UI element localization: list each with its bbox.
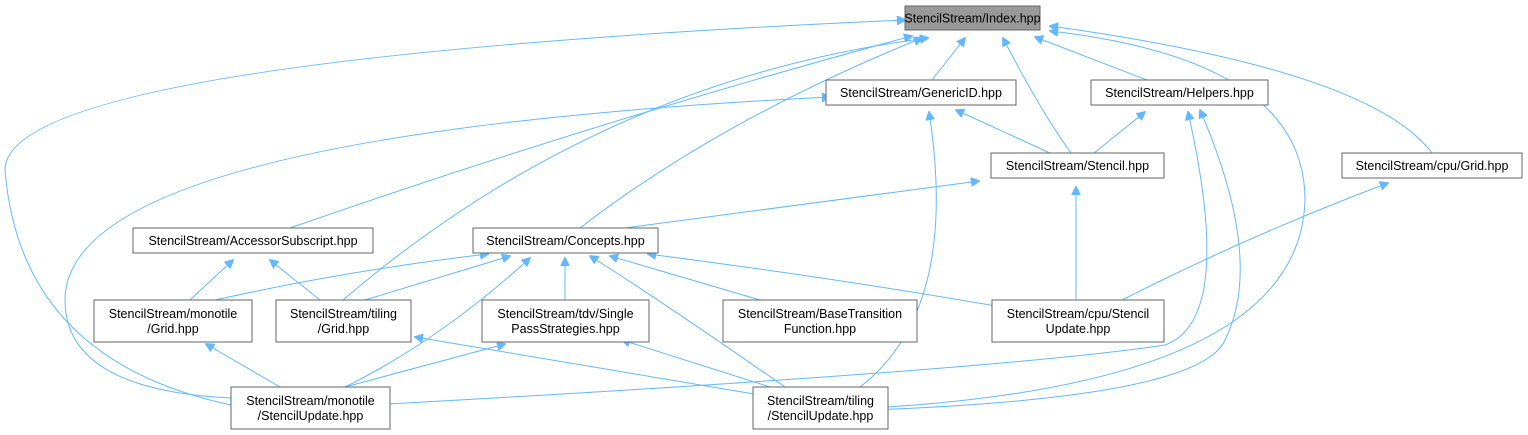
edge-monoupdate-to-helpers (387, 112, 1208, 405)
node-label-tilingupdate-line-0: StencilStream/tiling (767, 394, 874, 408)
node-label-cpuupdate-line-1: Update.hpp (1046, 322, 1111, 336)
edge-cpuupdate-to-cpugrid (1121, 183, 1388, 301)
node-label-monoupdate-line-1: /StencilUpdate.hpp (258, 409, 364, 423)
node-label-cpuupdate-line-0: StencilStream/cpu/Stencil (1007, 307, 1149, 321)
edge-tilingupdate-to-helpers (869, 110, 1241, 411)
node-box-cpuupdate[interactable] (991, 299, 1165, 343)
edge-concepts-to-stencil (624, 181, 979, 229)
node-label-tilingupdate-line-1: /StencilUpdate.hpp (768, 409, 874, 423)
node-cpugrid[interactable]: StencilStream/cpu/Grid.hpp (1341, 152, 1523, 179)
node-concepts[interactable]: StencilStream/Concepts.hpp (472, 227, 659, 254)
node-label-tilinggrid-line-1: /Grid.hpp (318, 322, 369, 336)
edge-tilingupdate-to-concepts (590, 256, 786, 388)
edge-accessor-to-index (289, 36, 912, 229)
node-box-basetrans[interactable] (722, 299, 918, 343)
node-label-basetrans-line-0: StencilStream/BaseTransition (738, 307, 902, 321)
edge-tilingupdate-to-genericid (859, 112, 937, 388)
edge-tilinggrid-to-index (342, 38, 928, 301)
edge-stencil-to-index (1003, 38, 1072, 154)
node-box-tdv[interactable] (481, 299, 650, 343)
edge-stencil-to-genericid (956, 110, 1051, 154)
node-tilinggrid[interactable]: StencilStream/tiling/Grid.hpp (275, 299, 412, 343)
edge-cpuupdate-to-concepts (648, 254, 1031, 313)
edge-stencil-to-helpers (1093, 112, 1145, 154)
node-cpuupdate[interactable]: StencilStream/cpu/StencilUpdate.hpp (991, 299, 1165, 343)
node-box-concepts[interactable] (472, 227, 659, 254)
edge-concepts-to-index (579, 38, 922, 229)
edge-tilinggrid-to-accessor (270, 260, 321, 301)
node-box-cpugrid[interactable] (1341, 152, 1523, 179)
node-label-cpugrid-line-0: StencilStream/cpu/Grid.hpp (1356, 159, 1509, 173)
node-box-index[interactable] (904, 5, 1041, 31)
node-label-accessor-line-0: StencilStream/AccessorSubscript.hpp (148, 234, 357, 248)
node-label-monogrid-line-0: StencilStream/monotile (109, 307, 238, 321)
node-box-genericid[interactable] (825, 79, 1017, 106)
node-label-monogrid-line-1: /Grid.hpp (147, 322, 198, 336)
node-box-helpers[interactable] (1090, 79, 1269, 106)
edge-tilingupdate-to-index (887, 31, 1306, 408)
edge-monogrid-to-concepts (214, 254, 488, 301)
node-label-genericid-line-0: StencilStream/GenericID.hpp (840, 86, 1002, 100)
node-box-tilingupdate[interactable] (752, 386, 889, 430)
edge-monoupdate-to-index (4, 20, 905, 406)
edge-tilingupdate-to-tilinggrid (415, 337, 761, 396)
node-box-monoupdate[interactable] (230, 386, 391, 430)
node-accessor[interactable]: StencilStream/AccessorSubscript.hpp (132, 227, 374, 254)
edge-tilinggrid-to-concepts (364, 256, 510, 301)
node-box-monogrid[interactable] (93, 299, 253, 343)
node-monoupdate[interactable]: StencilStream/monotile/StencilUpdate.hpp (230, 386, 391, 430)
node-label-monoupdate-line-0: StencilStream/monotile (246, 394, 375, 408)
node-label-tilinggrid-line-0: StencilStream/tiling (290, 307, 397, 321)
edges-layer (4, 20, 1433, 411)
node-helpers[interactable]: StencilStream/Helpers.hpp (1090, 79, 1269, 106)
node-label-tdv-line-1: PassStrategies.hpp (511, 322, 619, 336)
node-box-stencil[interactable] (990, 152, 1165, 179)
node-label-stencil-line-0: StencilStream/Stencil.hpp (1006, 159, 1149, 173)
edge-monoupdate-to-concepts (344, 258, 530, 388)
node-box-accessor[interactable] (132, 227, 374, 254)
edge-genericid-to-index (931, 38, 965, 81)
node-label-tdv-line-0: StencilStream/tdv/Single (497, 307, 633, 321)
edge-monogrid-to-accessor (189, 260, 233, 301)
node-box-tilinggrid[interactable] (275, 299, 412, 343)
edge-monoupdate-to-genericid (64, 97, 830, 399)
node-stencil[interactable]: StencilStream/Stencil.hpp (990, 152, 1165, 179)
node-tdv[interactable]: StencilStream/tdv/SinglePassStrategies.h… (481, 299, 650, 343)
node-label-helpers-line-0: StencilStream/Helpers.hpp (1105, 86, 1254, 100)
edge-basetrans-to-concepts (610, 256, 761, 301)
nodes-layer: StencilStream/Index.hppStencilStream/Gen… (93, 5, 1523, 430)
node-label-concepts-line-0: StencilStream/Concepts.hpp (486, 234, 644, 248)
node-genericid[interactable]: StencilStream/GenericID.hpp (825, 79, 1017, 106)
node-index[interactable]: StencilStream/Index.hpp (904, 5, 1041, 31)
edge-tilingupdate-to-tdv (622, 340, 771, 388)
edge-monoupdate-to-monogrid (206, 344, 281, 388)
edge-helpers-to-index (1035, 37, 1148, 81)
node-label-basetrans-line-1: Function.hpp (784, 322, 856, 336)
node-tilingupdate[interactable]: StencilStream/tiling/StencilUpdate.hpp (752, 386, 889, 430)
node-monogrid[interactable]: StencilStream/monotile/Grid.hpp (93, 299, 253, 343)
edge-cpugrid-to-index (1050, 26, 1433, 154)
edge-monoupdate-to-tdv (344, 344, 505, 388)
node-label-index-line-0: StencilStream/Index.hpp (904, 12, 1040, 26)
